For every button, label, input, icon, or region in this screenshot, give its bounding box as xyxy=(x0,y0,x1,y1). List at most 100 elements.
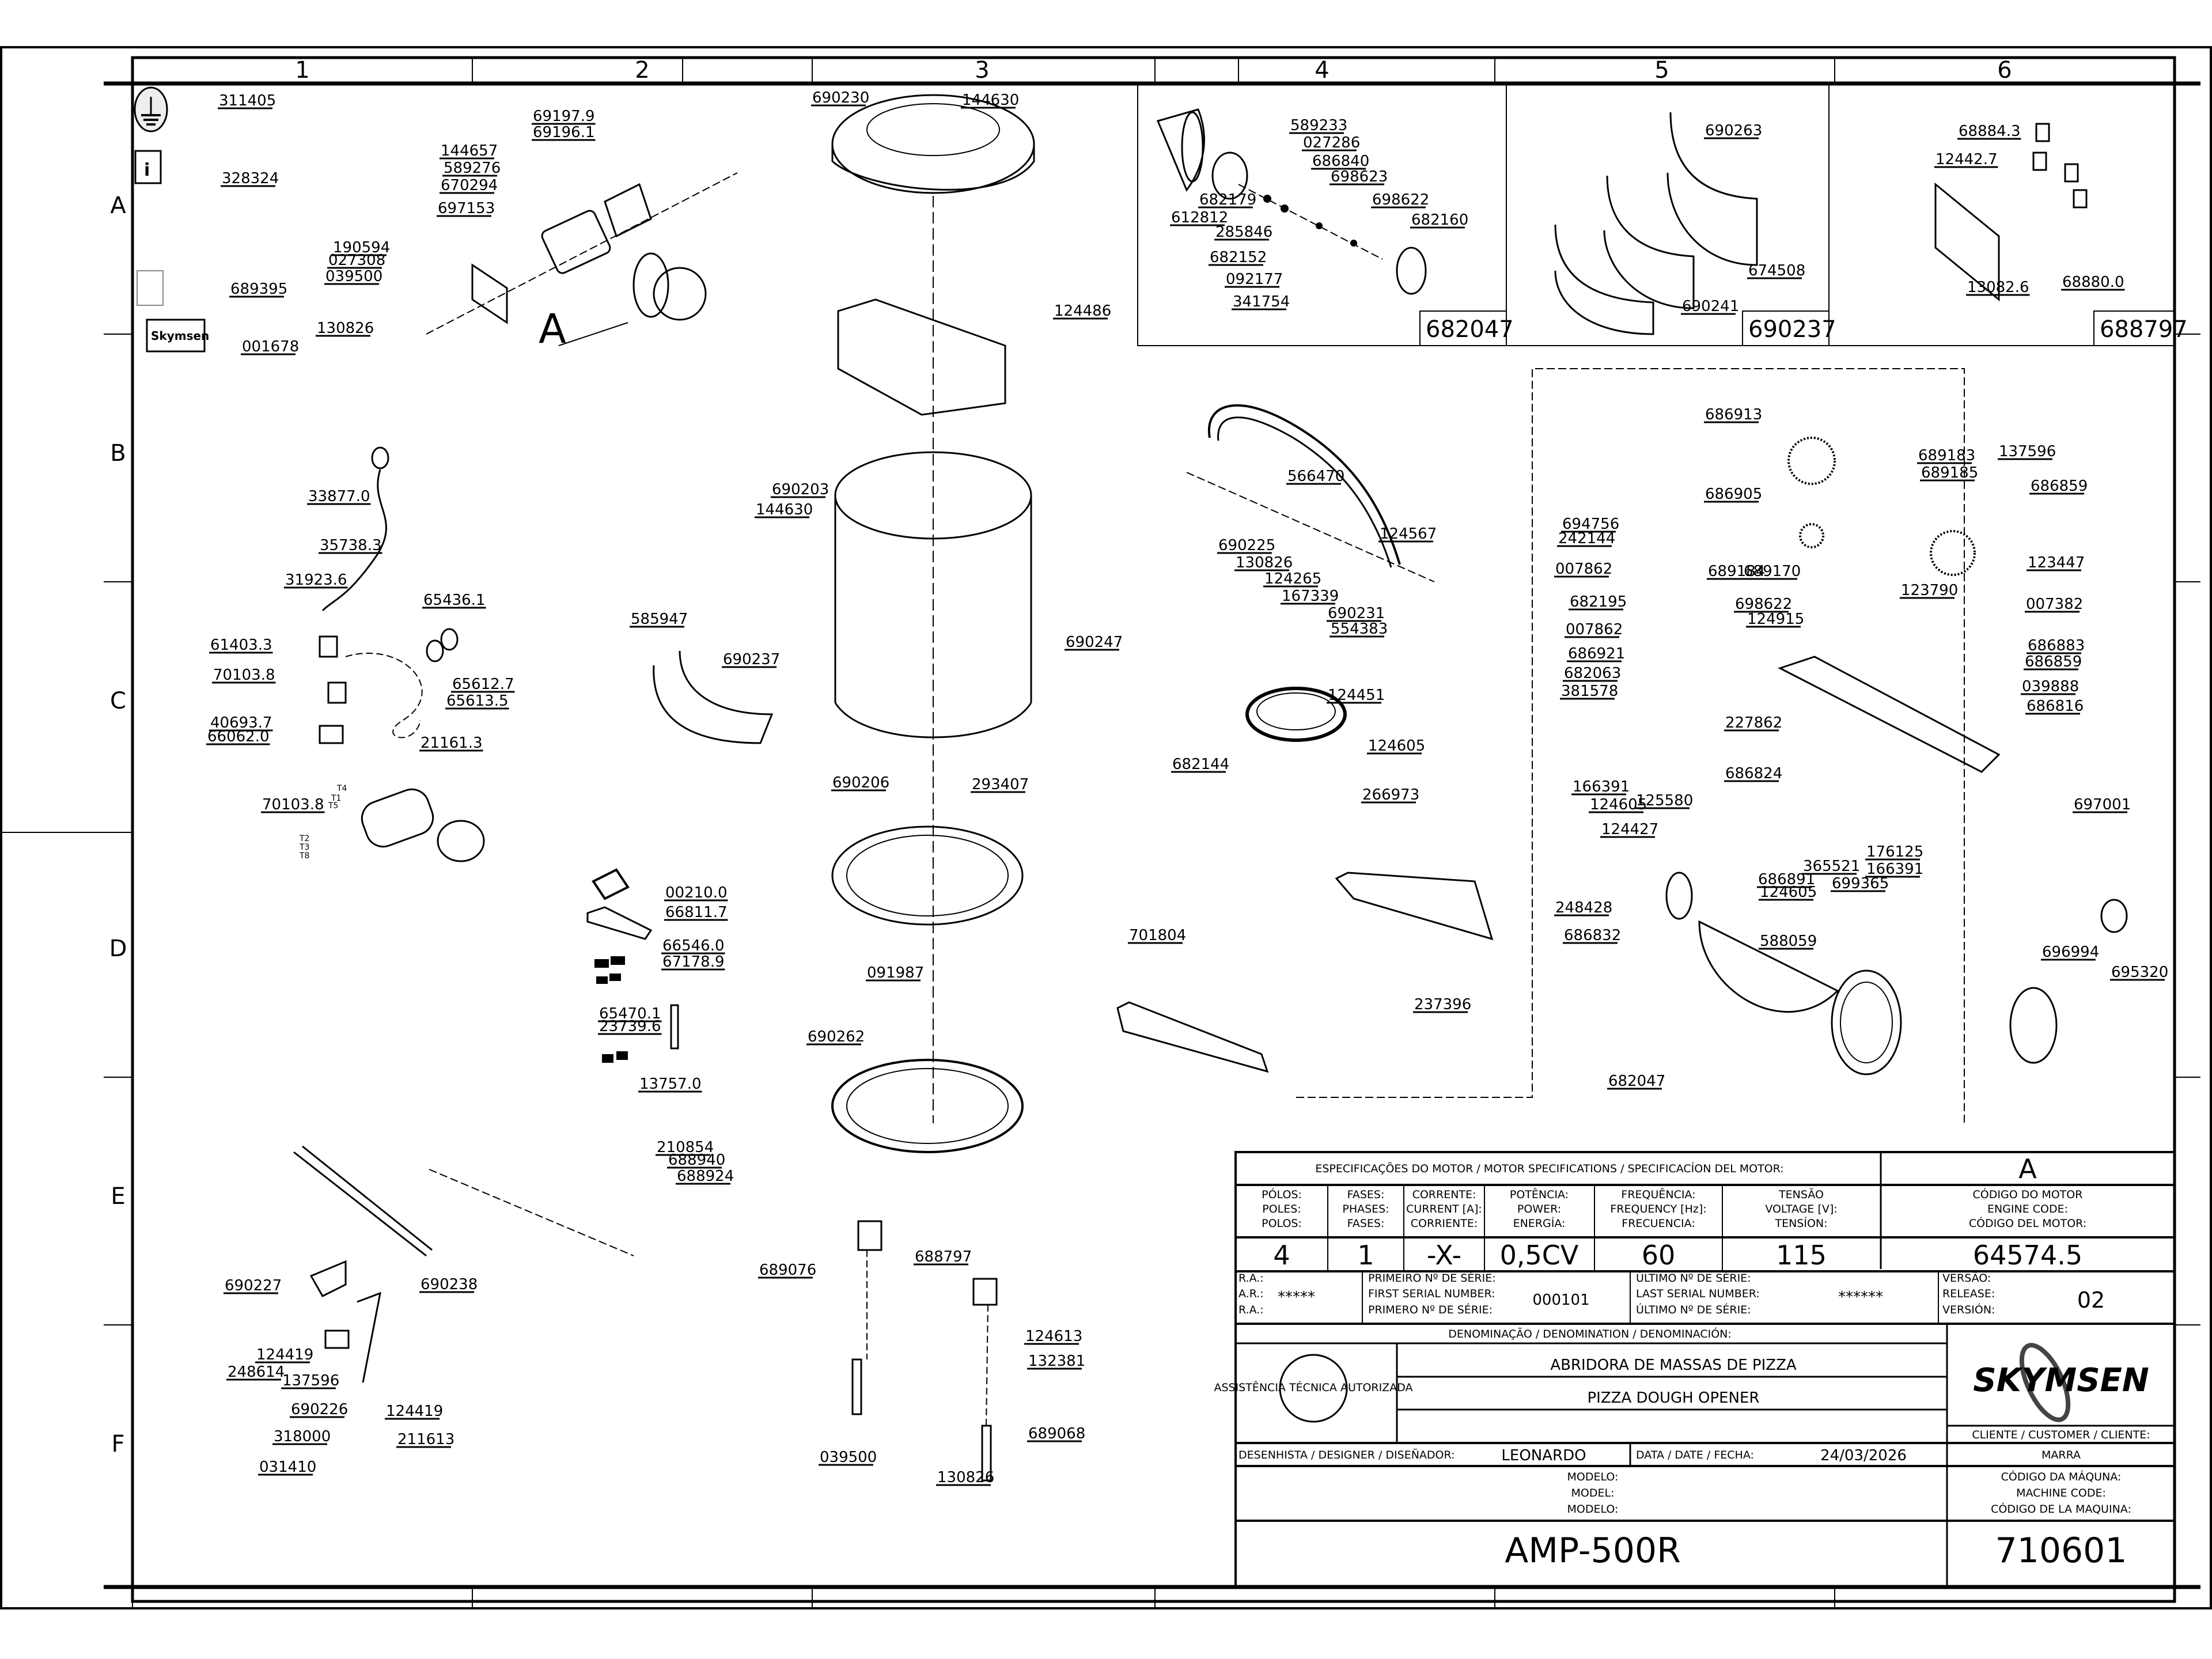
lever-assembly xyxy=(293,1145,634,1383)
part-number-label: 65470.1 xyxy=(599,1005,661,1022)
svg-text:LAST SERIAL NUMBER:: LAST SERIAL NUMBER: xyxy=(1636,1287,1760,1300)
part-number-label: 674508 xyxy=(1748,262,1805,279)
part-number-label: 124613 xyxy=(1025,1328,1082,1345)
part-number-label: 124605 xyxy=(1760,884,1817,901)
part-number-label: 00210.0 xyxy=(665,884,728,902)
part-number-label: 31923.6 xyxy=(285,571,347,589)
svg-text:VOLTAGE [V]:: VOLTAGE [V]: xyxy=(1765,1203,1837,1215)
title-block-text: ESPECIFICAÇÕES DO MOTOR / MOTOR SPECIFIC… xyxy=(1214,1153,2150,1571)
machine-body xyxy=(653,94,1035,1153)
part-number-label: 328324 xyxy=(222,170,279,187)
cone-roller xyxy=(1698,920,1839,1013)
part-number-label: 589276 xyxy=(444,160,501,177)
column-grid xyxy=(132,58,2175,1607)
part-number-label: 144630 xyxy=(756,501,813,518)
row-label: B xyxy=(110,440,126,467)
front-guard xyxy=(653,650,774,744)
rotation-label-icon xyxy=(137,270,164,306)
part-number-label: 688924 xyxy=(677,1168,734,1185)
part-number-label: 686824 xyxy=(1725,765,1782,782)
svg-text:POLOS:: POLOS: xyxy=(1262,1217,1302,1230)
base-ring xyxy=(831,825,1024,926)
part-number-label: 682047 xyxy=(1608,1073,1665,1090)
part-number-label: 695320 xyxy=(2111,964,2168,981)
designer-label: DESENHISTA / DESIGNER / DISEÑADOR: xyxy=(1238,1448,1455,1461)
part-number-label: 285846 xyxy=(1215,224,1272,241)
part-number-label: 689068 xyxy=(1028,1425,1085,1442)
part-number-label: 125580 xyxy=(1636,792,1693,809)
part-number-label: 588059 xyxy=(1760,933,1817,950)
svg-text:PÓLOS:: PÓLOS: xyxy=(1262,1187,1302,1201)
part-number-label: 132381 xyxy=(1028,1353,1085,1370)
part-number-label: 682179 xyxy=(1199,191,1256,209)
part-number-label: 124915 xyxy=(1747,611,1804,628)
bracket-plate xyxy=(1934,182,2000,302)
first-serial-value: 000101 xyxy=(1532,1291,1589,1309)
model-value: AMP-500R xyxy=(1505,1531,1681,1571)
svg-text:A.R.:: A.R.: xyxy=(1238,1287,1264,1300)
part-number-label: 124567 xyxy=(1380,525,1437,543)
part-number-label: 690230 xyxy=(812,89,869,107)
part-number-label: 70103.8 xyxy=(213,666,275,684)
svg-text:POLES:: POLES: xyxy=(1262,1203,1301,1215)
svg-text:TENSÃO: TENSÃO xyxy=(1778,1188,1824,1201)
svg-text:MACHINE CODE:: MACHINE CODE: xyxy=(2016,1487,2106,1499)
svg-text:CORRIENTE:: CORRIENTE: xyxy=(1411,1217,1478,1230)
part-number-label: 237396 xyxy=(1414,996,1471,1013)
last-serial-cell: ÚLTIMO Nº DE SÉRIE: LAST SERIAL NUMBER: … xyxy=(1636,1271,1883,1316)
part-number-label: 566470 xyxy=(1287,468,1344,485)
motor-ref: A xyxy=(2018,1153,2037,1184)
part-number-label: 007862 xyxy=(1566,621,1623,638)
part-number-label: 670294 xyxy=(441,177,498,194)
svg-text:PRIMERO Nº DE SÉRIE:: PRIMERO Nº DE SÉRIE: xyxy=(1368,1303,1493,1316)
part-number-label: 027286 xyxy=(1303,134,1360,151)
left-guard xyxy=(1116,1001,1269,1073)
column-label: 6 xyxy=(1997,57,2012,84)
part-number-label: 65612.7 xyxy=(452,676,514,693)
title-block xyxy=(1234,1151,2176,1588)
part-number-label: 65613.5 xyxy=(446,692,509,710)
part-number-label: 554383 xyxy=(1331,620,1388,638)
motor-spec-value: 64574.5 xyxy=(1973,1240,2082,1271)
part-number-label: 341754 xyxy=(1233,293,1290,310)
part-number-label: 70103.8 xyxy=(262,796,324,813)
top-cover xyxy=(837,298,1006,416)
part-number-label: 66546.0 xyxy=(662,937,725,955)
motor-spec-value: 4 xyxy=(1273,1240,1290,1271)
part-number-label: 589233 xyxy=(1290,117,1347,134)
row-label: C xyxy=(110,688,126,714)
part-number-label: 694756 xyxy=(1562,516,1619,533)
wire-tag: T5 xyxy=(328,801,338,810)
svg-text:ÚLTIMO Nº DE SÉRIE:: ÚLTIMO Nº DE SÉRIE: xyxy=(1636,1271,1751,1285)
part-number-label: 697153 xyxy=(438,200,495,217)
part-number-label: 689076 xyxy=(759,1262,816,1279)
wire-tag: T2 xyxy=(299,834,309,843)
date-label: DATA / DATE / FECHA: xyxy=(1636,1449,1754,1461)
part-number-label: 686913 xyxy=(1705,406,1762,423)
part-number-label: 690238 xyxy=(421,1276,478,1293)
part-number-label: 123447 xyxy=(2028,554,2085,571)
part-number-label: 689183 xyxy=(1918,447,1975,464)
part-number-label: 690226 xyxy=(291,1401,348,1418)
detail-box-id: 688797 xyxy=(2100,316,2188,343)
part-number-label: 190594 xyxy=(333,239,390,256)
part-number-label: 682195 xyxy=(1570,593,1627,611)
part-number-label: 688797 xyxy=(915,1248,972,1266)
part-number-label: 690225 xyxy=(1218,537,1275,554)
motor-spec-value: -X- xyxy=(1427,1240,1461,1271)
part-number-label: 686859 xyxy=(2031,478,2088,495)
svg-text:RELEASE:: RELEASE: xyxy=(1942,1287,1995,1300)
part-number-label: 690227 xyxy=(225,1277,282,1294)
part-number-label: 686883 xyxy=(2028,637,2085,654)
part-number-label: 699365 xyxy=(1832,875,1889,892)
product-name-pt: ABRIDORA DE MASSAS DE PIZZA xyxy=(1550,1357,1797,1374)
detail-box-688797: 688797 xyxy=(1828,83,2188,346)
part-number-label: 211613 xyxy=(397,1431,454,1448)
svg-text:MODELO:: MODELO: xyxy=(1567,1471,1619,1483)
column-label: 1 xyxy=(295,57,309,84)
part-number-label: 690262 xyxy=(808,1028,865,1046)
svg-text:FIRST SERIAL NUMBER:: FIRST SERIAL NUMBER: xyxy=(1368,1287,1495,1300)
part-number-label: 61403.3 xyxy=(210,637,272,654)
part-number-label: 124427 xyxy=(1601,821,1658,838)
